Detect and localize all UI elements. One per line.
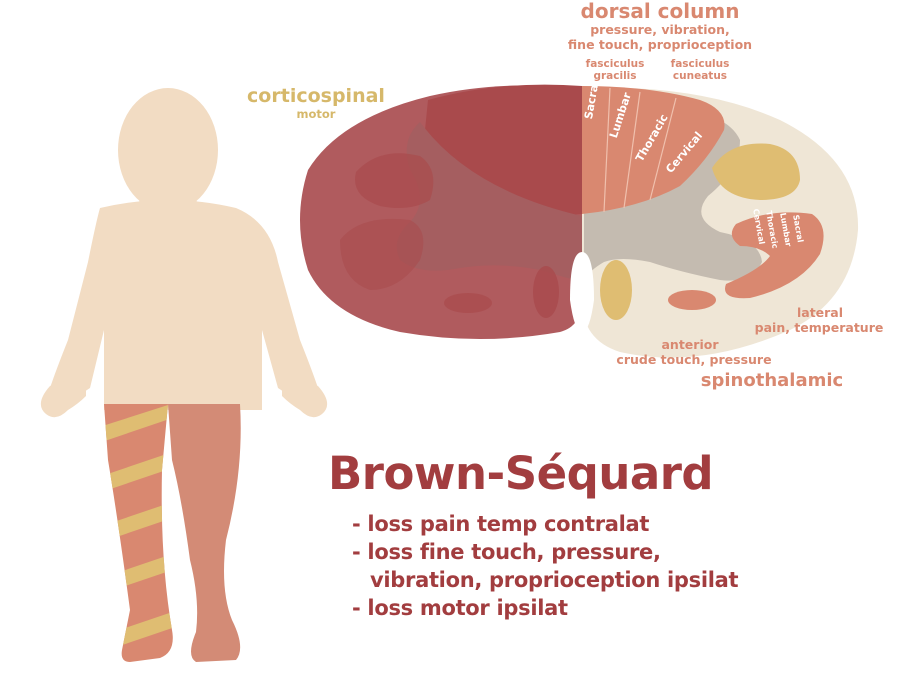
anterior-spinothalamic-right bbox=[600, 260, 632, 320]
finding-item: - loss pain temp contralat bbox=[352, 512, 650, 536]
spinothalamic-left bbox=[340, 218, 424, 290]
corticospinal-right bbox=[712, 143, 800, 200]
corticospinal-left bbox=[355, 153, 434, 208]
anterior-tract-left bbox=[444, 293, 492, 313]
anterior-label: anterior bbox=[661, 337, 719, 352]
corticospinal-label: corticospinal bbox=[247, 85, 385, 107]
lateral-desc: pain, temperature bbox=[754, 320, 884, 335]
fasciculus-cuneatus-label-2: cuneatus bbox=[672, 70, 728, 82]
anterior-desc: crude touch, pressure bbox=[616, 352, 772, 367]
dorsal-column-label: dorsal column bbox=[580, 0, 740, 23]
body-hand-right bbox=[282, 380, 328, 418]
grey-matter-left bbox=[396, 122, 582, 282]
dorsal-column-desc-1: pressure, vibration, bbox=[590, 22, 730, 37]
fasciculus-cuneatus-label-1: fasciculus bbox=[670, 58, 730, 70]
anterior-column-left bbox=[533, 266, 559, 318]
finding-item: - loss motor ipsilat bbox=[352, 596, 568, 620]
body-figure bbox=[40, 88, 328, 662]
body-leg-right bbox=[168, 404, 241, 662]
corticospinal-desc: motor bbox=[296, 107, 336, 121]
syndrome-title: Brown-Séquard bbox=[328, 447, 714, 500]
fasciculus-gracilis-label-2: gracilis bbox=[593, 70, 637, 82]
anterior-median-fissure bbox=[570, 252, 594, 334]
finding-item: vibration, proprioception ipsilat bbox=[370, 568, 739, 592]
spinothalamic-label: spinothalamic bbox=[700, 370, 844, 391]
body-torso bbox=[42, 200, 325, 412]
spinal-cord-section bbox=[300, 84, 859, 358]
body-head bbox=[118, 88, 218, 212]
body-hand-left bbox=[40, 380, 86, 418]
lateral-label: lateral bbox=[796, 305, 844, 320]
findings-list: - loss pain temp contralat - loss fine t… bbox=[352, 510, 739, 622]
finding-item: - loss fine touch, pressure, bbox=[352, 540, 661, 564]
lateral-spinothalamic-right bbox=[725, 212, 824, 299]
dorsal-column-desc-2: fine touch, proprioception bbox=[567, 37, 753, 52]
fasciculus-gracilis-label-1: fasciculus bbox=[585, 58, 645, 70]
anterior-tract-right bbox=[668, 290, 716, 310]
dorsal-column-right bbox=[582, 86, 725, 214]
